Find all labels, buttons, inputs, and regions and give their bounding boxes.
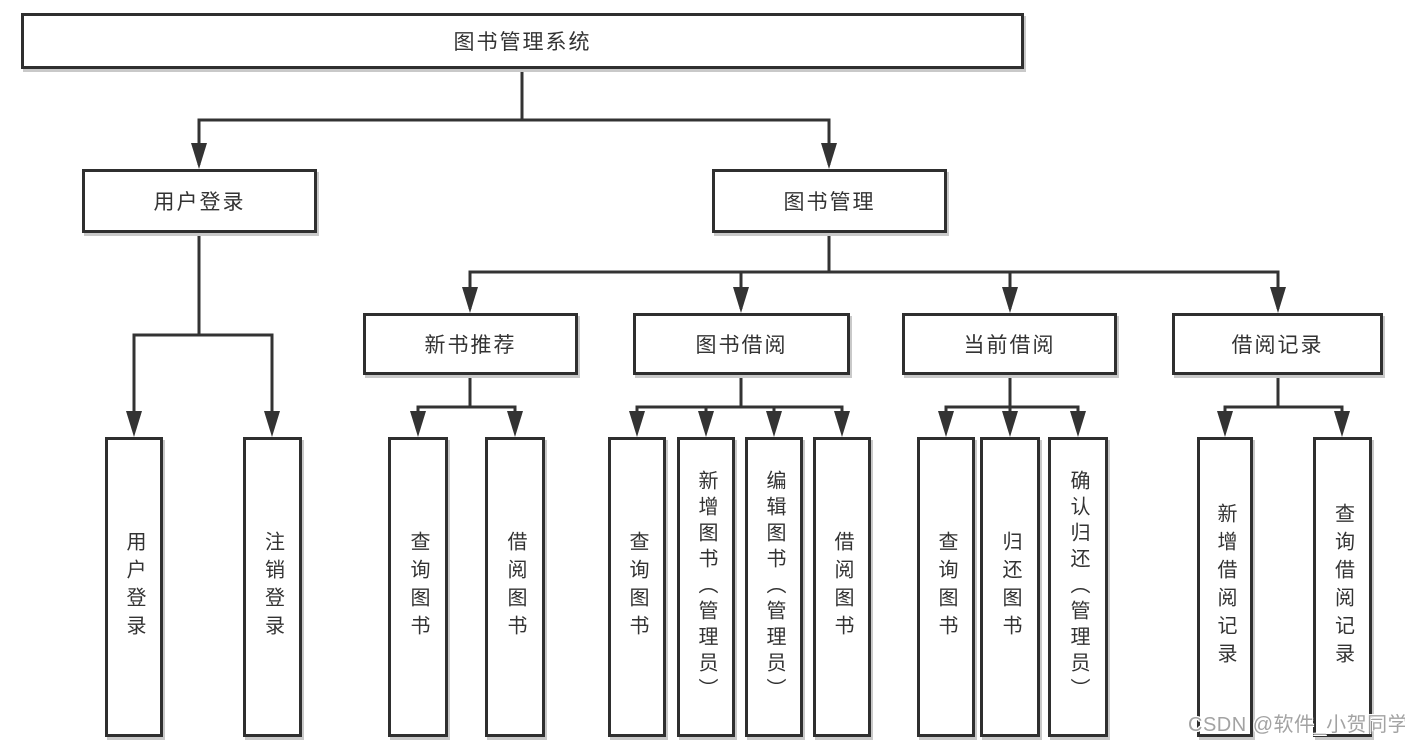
leaf-user-login: 用户登录 (105, 437, 163, 737)
leaf-records-add-record: 新增借阅记录 (1197, 437, 1253, 737)
leaf-borrow-query-book: 查询图书 (608, 437, 666, 737)
csdn-watermark: CSDN @软件_小贺同学 (1188, 714, 1405, 736)
leaf-newrec-query-book: 查询图书 (388, 437, 448, 737)
node-book-borrow: 图书借阅 (633, 313, 850, 375)
leaf-borrow-add-book: 新增图书（管理员） (677, 437, 735, 737)
arrowhead-icons (126, 143, 1350, 437)
leaf-user-login-label: 用户登录 (123, 531, 145, 643)
leaf-newrec-borrow-book: 借阅图书 (485, 437, 545, 737)
leaf-records-add-record-label: 新增借阅记录 (1214, 503, 1236, 671)
node-book-borrow-label: 图书借阅 (695, 334, 788, 357)
node-book-management: 图书管理 (712, 169, 947, 233)
leaf-current-query-book: 查询图书 (917, 437, 975, 737)
leaf-logout: 注销登录 (243, 437, 302, 737)
leaf-records-query-record: 查询借阅记录 (1313, 437, 1372, 737)
leaf-newrec-borrow-book-label: 借阅图书 (504, 531, 526, 643)
node-root-label: 图书管理系统 (453, 31, 592, 54)
leaf-current-confirm-return: 确认归还（管理员） (1048, 437, 1108, 737)
node-book-management-label: 图书管理 (783, 191, 876, 214)
leaf-borrow-borrow-book-label: 借阅图书 (831, 531, 853, 643)
leaf-borrow-edit-book-label: 编辑图书（管理员） (763, 470, 785, 704)
leaf-records-query-record-label: 查询借阅记录 (1331, 503, 1354, 671)
leaf-borrow-edit-book: 编辑图书（管理员） (745, 437, 803, 737)
node-borrow-records-label: 借阅记录 (1231, 334, 1324, 357)
leaf-current-query-book-label: 查询图书 (935, 531, 957, 643)
leaf-current-return-book: 归还图书 (980, 437, 1040, 737)
leaf-newrec-query-book-label: 查询图书 (407, 531, 429, 643)
leaf-logout-label: 注销登录 (261, 531, 284, 643)
node-current-borrow-label: 当前借阅 (963, 334, 1056, 357)
leaf-borrow-add-book-label: 新增图书（管理员） (695, 470, 717, 704)
leaf-borrow-query-book-label: 查询图书 (626, 531, 648, 643)
node-borrow-records: 借阅记录 (1172, 313, 1383, 375)
node-user-login: 用户登录 (82, 169, 317, 233)
node-new-book-recommend-label: 新书推荐 (424, 334, 517, 357)
leaf-borrow-borrow-book: 借阅图书 (813, 437, 871, 737)
node-root: 图书管理系统 (21, 13, 1024, 69)
leaf-current-confirm-return-label: 确认归还（管理员） (1067, 470, 1089, 704)
node-user-login-label: 用户登录 (153, 191, 246, 214)
leaf-current-return-book-label: 归还图书 (999, 531, 1021, 643)
node-current-borrow: 当前借阅 (902, 313, 1117, 375)
node-new-book-recommend: 新书推荐 (363, 313, 578, 375)
